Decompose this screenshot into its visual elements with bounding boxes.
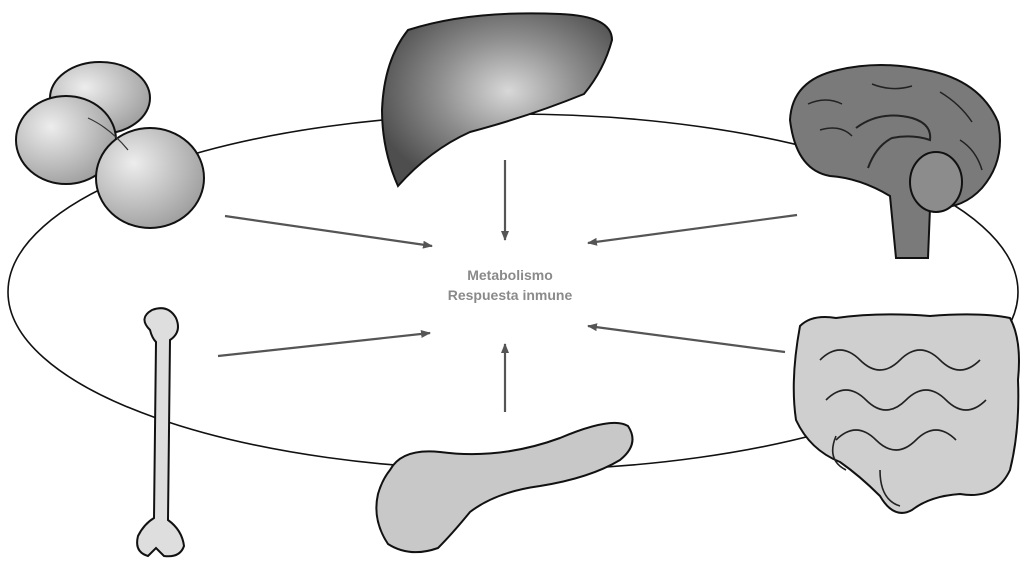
arrow-brain [588, 215, 797, 243]
center-label-immune-response: Respuesta inmune [380, 286, 640, 304]
intestine-icon [794, 314, 1019, 513]
fat-cells-icon [16, 62, 204, 228]
liver-icon [382, 13, 612, 186]
pancreas-icon [376, 423, 632, 552]
arrow-intestine [588, 326, 785, 352]
brain-icon [790, 65, 1000, 258]
femur-bone-icon [137, 308, 184, 556]
arrow-bone [218, 333, 430, 356]
arrow-fat [225, 216, 432, 246]
center-label-metabolism: Metabolismo [380, 266, 640, 284]
